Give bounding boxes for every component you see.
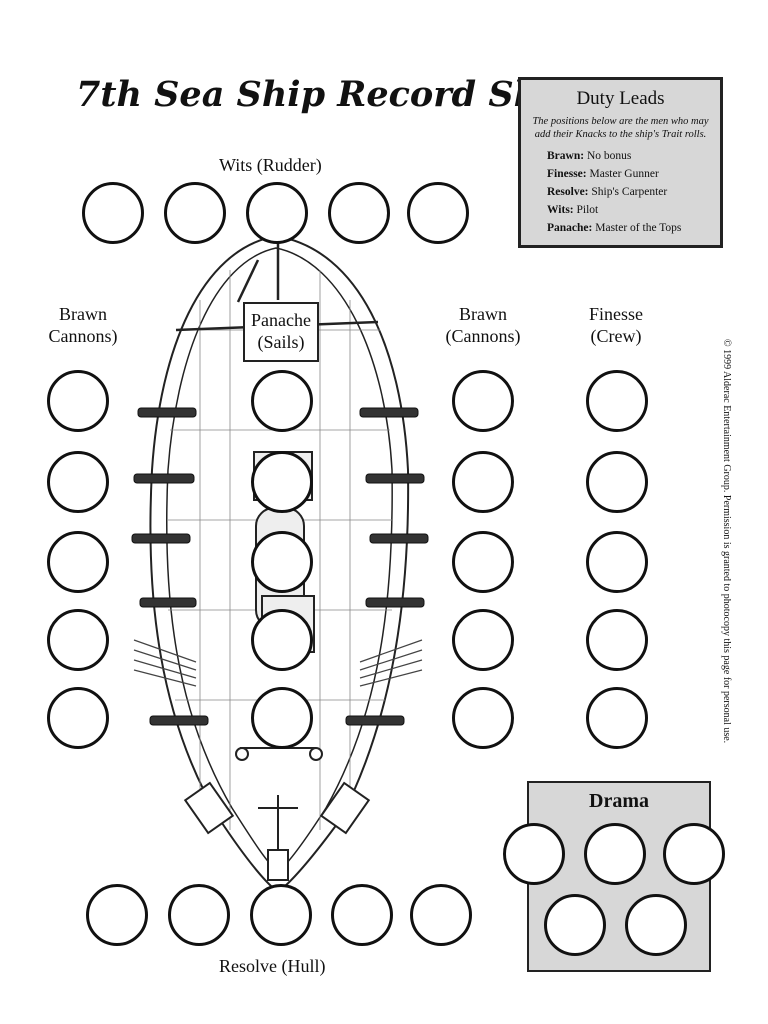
brawn-left-circle[interactable] [47,531,109,593]
panache-circle[interactable] [251,609,313,671]
brawn-left-circle[interactable] [47,451,109,513]
duty-leads-title: Duty Leads [531,88,710,110]
wits-circle[interactable] [407,182,469,244]
wits-circle[interactable] [328,182,390,244]
finesse-circle[interactable] [586,609,648,671]
finesse-circle[interactable] [586,451,648,513]
wits-label: Wits (Rudder) [219,154,322,176]
brawn-left-label: Brawn Cannons) [43,303,123,347]
resolve-circle[interactable] [86,884,148,946]
resolve-circle[interactable] [331,884,393,946]
finesse-circle[interactable] [586,370,648,432]
drama-circle[interactable] [544,894,606,956]
duty-leads-description: The positions below are the men who may … [531,115,710,141]
brawn-right-circle[interactable] [452,451,514,513]
finesse-circle[interactable] [586,687,648,749]
wits-circle[interactable] [246,182,308,244]
panache-circle[interactable] [251,687,313,749]
resolve-circle[interactable] [250,884,312,946]
brawn-left-circle[interactable] [47,687,109,749]
finesse-label: Finesse (Crew) [580,303,652,347]
duty-leads-box: Duty Leads The positions below are the m… [518,77,723,248]
brawn-left-circle[interactable] [47,370,109,432]
drama-circle[interactable] [584,823,646,885]
brawn-right-circle[interactable] [452,687,514,749]
drama-circle[interactable] [625,894,687,956]
finesse-circle[interactable] [586,531,648,593]
wits-circle[interactable] [82,182,144,244]
brawn-right-label: Brawn (Cannons) [437,303,529,347]
brawn-right-circle[interactable] [452,609,514,671]
drama-title: Drama [529,790,709,813]
wits-circle[interactable] [164,182,226,244]
duty-row-resolve: Resolve: Ship's Carpenter [531,183,710,201]
duty-row-brawn: Brawn: No bonus [531,147,710,165]
duty-row-wits: Wits: Pilot [531,201,710,219]
brawn-right-circle[interactable] [452,370,514,432]
resolve-circle[interactable] [410,884,472,946]
duty-row-panache: Panache: Master of the Tops [531,219,710,237]
brawn-left-circle[interactable] [47,609,109,671]
panache-label: Panache (Sails) [243,309,319,353]
copyright-notice: © 1999 Alderac Entertainment Group. Perm… [720,339,732,659]
resolve-label: Resolve (Hull) [219,955,325,977]
panache-circle[interactable] [251,531,313,593]
drama-circle[interactable] [663,823,725,885]
resolve-circle[interactable] [168,884,230,946]
panache-circle[interactable] [251,451,313,513]
duty-row-finesse: Finesse: Master Gunner [531,165,710,183]
brawn-right-circle[interactable] [452,531,514,593]
panache-circle[interactable] [251,370,313,432]
drama-circle[interactable] [503,823,565,885]
